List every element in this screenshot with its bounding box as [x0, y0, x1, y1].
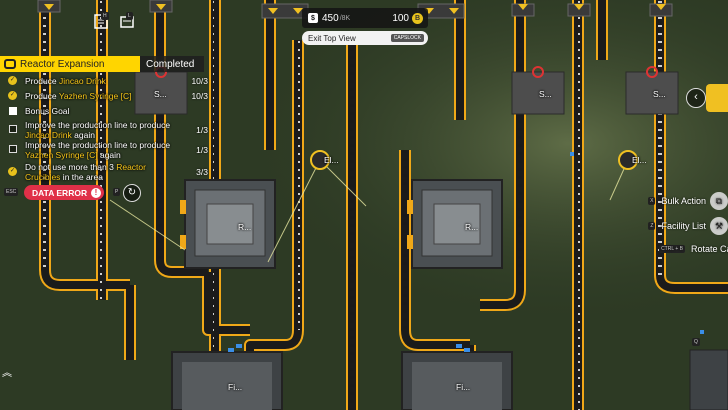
- blue-ore-deposits: [228, 152, 704, 352]
- currency-value: 100: [392, 12, 409, 24]
- task-count: 1/3: [196, 145, 208, 155]
- collapse-chevron-icon[interactable]: ‹: [686, 88, 706, 108]
- facility-list-label: Facility List: [661, 221, 706, 231]
- esc-key-hint: ESC: [4, 188, 19, 196]
- exit-top-view-label: Exit Top View: [308, 33, 356, 43]
- filling-machine-1[interactable]: [171, 351, 283, 410]
- q-key-hint: Q: [692, 338, 700, 346]
- pylon-label-1: El...: [324, 155, 339, 165]
- l-key: L: [126, 12, 133, 20]
- bulk-action-icon: ⧉: [710, 192, 728, 210]
- storage-machine-3[interactable]: [625, 71, 679, 115]
- task-count: 10/3: [191, 91, 208, 101]
- coin-icon: B: [412, 12, 423, 24]
- storage-machine-1[interactable]: [134, 71, 188, 115]
- quest-icon: [4, 59, 16, 69]
- facility-list-button[interactable]: Z Facility List ⚒: [648, 217, 728, 235]
- rotate-camera-key: CTRL + B: [659, 245, 685, 253]
- check-icon: ✓: [8, 76, 17, 85]
- reactor-label-1: R...: [238, 222, 252, 232]
- h-key: H: [101, 12, 109, 20]
- exit-key-hint: CAPSLOCK: [390, 34, 424, 42]
- task-count: 10/3: [191, 76, 208, 86]
- filling-machine-2[interactable]: [401, 351, 513, 410]
- partial-machine[interactable]: [689, 349, 728, 410]
- check-icon: ✓: [8, 167, 17, 176]
- check-icon: ✓: [8, 91, 17, 100]
- rotate-camera-button[interactable]: CTRL + B Rotate Camera: [659, 240, 728, 258]
- reactor-machine-2[interactable]: [407, 179, 503, 269]
- bulk-action-label: Bulk Action: [661, 196, 706, 206]
- storage-machine-2[interactable]: [511, 71, 565, 115]
- alert-icon: !: [91, 187, 101, 198]
- resource-bar: $ 450 /8K 100 B: [302, 8, 428, 28]
- checkbox-icon: [9, 145, 17, 153]
- quest-title: Reactor Expansion: [20, 58, 105, 70]
- quest-header[interactable]: Reactor Expansion Completed: [0, 56, 204, 72]
- facility-list-icon: ⚒: [710, 217, 728, 235]
- reactor-machine-1[interactable]: [180, 179, 276, 269]
- data-error-button[interactable]: DATA ERROR !: [24, 185, 104, 200]
- task-count: 1/3: [196, 125, 208, 135]
- pylon-label-2: El...: [632, 155, 647, 165]
- storage-label-2: S...: [539, 89, 552, 99]
- bulk-action-button[interactable]: X Bulk Action ⧉: [648, 192, 728, 210]
- storage-label-1: S...: [154, 89, 167, 99]
- rotate-camera-label: Rotate Camera: [690, 244, 728, 254]
- expand-up-icon[interactable]: ︽: [2, 368, 12, 379]
- conveyor-belts: [39, 0, 728, 410]
- filling-label-1: Fi...: [228, 382, 243, 392]
- data-error-label: DATA ERROR: [32, 187, 88, 198]
- bulk-action-key: X: [648, 197, 656, 205]
- checkbox-icon: [9, 125, 17, 133]
- p-key-hint: P: [113, 188, 121, 196]
- storage-label-3: S...: [653, 89, 666, 99]
- power-icon: $: [308, 13, 318, 23]
- refresh-icon[interactable]: ↻: [123, 184, 141, 202]
- facility-list-key: Z: [648, 222, 656, 230]
- exit-top-view-button[interactable]: Exit Top View CAPSLOCK: [302, 31, 428, 45]
- resource-unit: /8K: [339, 14, 351, 22]
- quest-status: Completed: [146, 58, 195, 70]
- bonus-icon: [9, 107, 17, 115]
- avatar[interactable]: [706, 84, 728, 112]
- resource-value: 450: [322, 12, 339, 24]
- pylon-2[interactable]: [618, 150, 638, 170]
- reactor-label-2: R...: [465, 222, 479, 232]
- task-count: 3/3: [196, 167, 208, 177]
- input-ports: [37, 0, 673, 19]
- filling-label-2: Fi...: [456, 382, 471, 392]
- pylon-1[interactable]: [310, 150, 330, 170]
